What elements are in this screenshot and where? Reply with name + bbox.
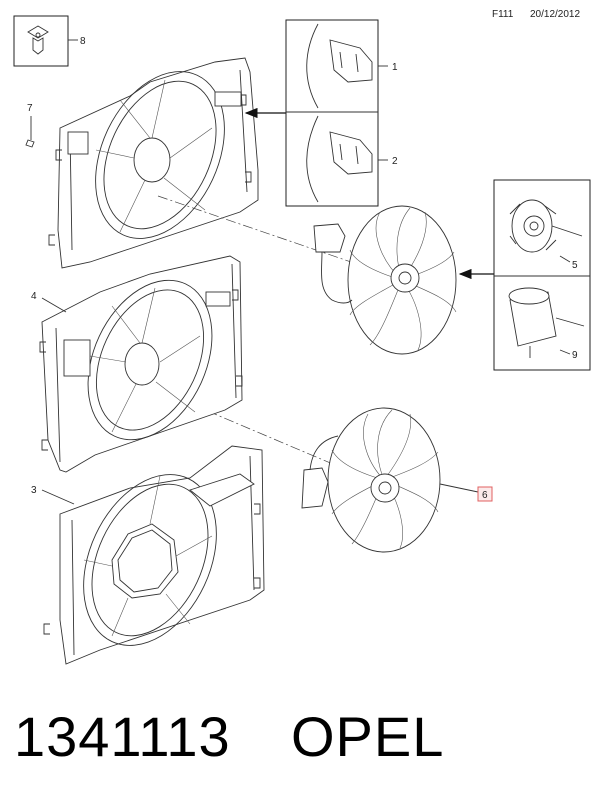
brand-name: OPEL: [291, 705, 445, 768]
callout-5: 5: [572, 260, 578, 271]
callout-6: 6: [482, 490, 488, 501]
callout-6-highlight: [477, 486, 493, 502]
callout-4: 4: [31, 291, 37, 302]
callout-7: 7: [27, 103, 33, 114]
exploded-parts-diagram: 8 7 1 2: [13, 15, 591, 665]
fan-lower: [301, 407, 479, 553]
fan-upper: [313, 205, 457, 355]
leader-3: [41, 489, 75, 505]
leader-4: [41, 297, 67, 313]
clip-detail-inset: [285, 19, 388, 207]
part-number: 1341113: [14, 705, 231, 768]
callout-1: 1: [392, 62, 398, 73]
callout-9: 9: [572, 350, 578, 361]
diagram-date: 20/12/2012: [530, 9, 581, 20]
callout-3: 3: [31, 485, 37, 496]
diagram-code: F111: [492, 9, 514, 20]
small-screw-7: [25, 116, 35, 148]
fan-shroud-top: [48, 57, 259, 269]
callout-8: 8: [80, 36, 86, 47]
motor-detail-inset: [493, 179, 591, 371]
callout-2: 2: [392, 156, 398, 167]
fan-shroud-middle: [39, 255, 243, 473]
screw-inset-box: [13, 15, 78, 67]
fan-shroud-bottom: [43, 445, 265, 665]
